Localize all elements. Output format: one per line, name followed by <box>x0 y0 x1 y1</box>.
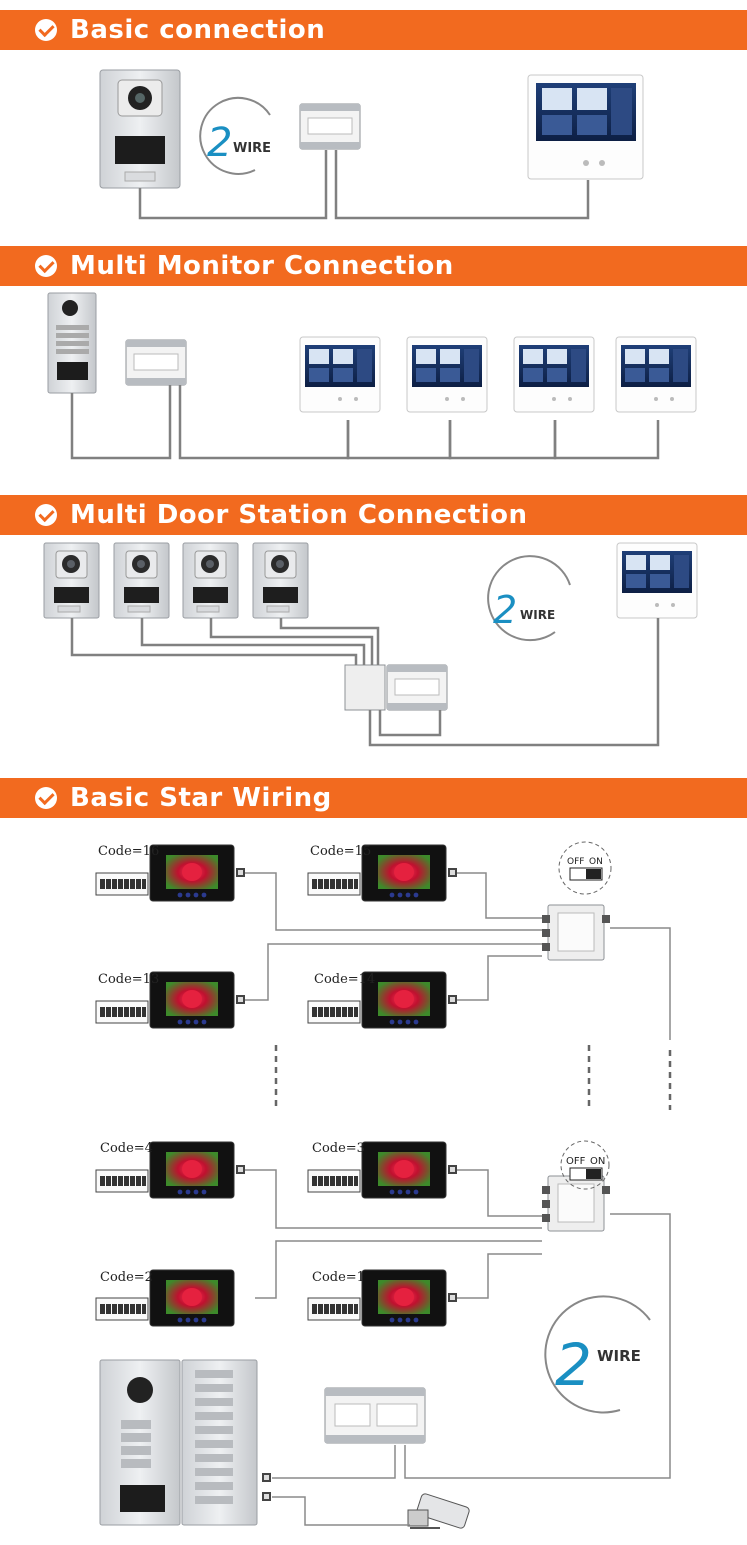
dip-switch-1 <box>307 1297 361 1321</box>
two-wire-badge: 2 WIRE <box>487 555 571 642</box>
code-label-2: Code=2 <box>100 1270 153 1285</box>
code-label-1: Code=1 <box>312 1270 365 1285</box>
badge-number: 2 <box>493 588 517 632</box>
door-station-multi-button-icon <box>47 292 97 394</box>
termination-switch-upper: OFF ON <box>558 841 612 895</box>
badge-word: WIRE <box>520 608 555 622</box>
check-icon <box>35 19 57 41</box>
star-monitor-13 <box>149 971 235 1029</box>
badge-number: 2 <box>207 120 232 166</box>
section-title: Multi Monitor Connection <box>70 251 454 281</box>
switch-off-label: OFF <box>567 857 584 867</box>
apartment-door-station-icon <box>99 1359 258 1526</box>
star-monitor-2 <box>149 1269 235 1327</box>
power-supply-icon <box>324 1387 426 1444</box>
indoor-monitor-icon <box>527 74 644 180</box>
section-banner-multi-monitor: Multi Monitor Connection <box>0 246 747 286</box>
cctv-camera-icon <box>407 1493 470 1529</box>
dip-switch-4 <box>95 1169 149 1193</box>
badge-word: WIRE <box>597 1347 641 1365</box>
monitor-icon-4 <box>615 336 697 413</box>
check-icon <box>35 255 57 277</box>
section-banner-multi-door: Multi Door Station Connection <box>0 495 747 535</box>
star-monitor-1 <box>361 1269 447 1327</box>
door-station-camera-icon <box>99 69 181 189</box>
distributor-and-psu-icon <box>344 664 448 711</box>
power-supply-icon <box>299 103 361 150</box>
monitor-icon-1 <box>299 336 381 413</box>
power-supply-icon <box>125 339 187 386</box>
multi-monitor-diagram <box>47 292 697 460</box>
section-banner-basic-connection: Basic connection <box>0 10 747 50</box>
monitor-icon-3 <box>513 336 595 413</box>
door-station-icon-4 <box>252 542 309 619</box>
dip-switch-15 <box>307 872 361 896</box>
dip-switch-13 <box>95 1000 149 1024</box>
door-station-icon-1 <box>43 542 100 619</box>
star-monitor-4 <box>149 1141 235 1199</box>
code-label-15: Code=15 <box>310 844 372 859</box>
door-station-icon-3 <box>182 542 239 619</box>
switch-on-label: ON <box>589 857 603 867</box>
code-label-16: Code=16 <box>98 844 160 859</box>
section-title: Multi Door Station Connection <box>70 500 528 530</box>
switch-on-label: ON <box>590 1156 605 1167</box>
code-label-4: Code=4 <box>100 1141 153 1156</box>
code-label-13: Code=13 <box>98 972 160 987</box>
code-label-3: Code=3 <box>312 1141 365 1156</box>
dip-switch-14 <box>307 1000 361 1024</box>
star-monitor-3 <box>361 1141 447 1199</box>
monitor-icon-2 <box>406 336 488 413</box>
switch-off-label: OFF <box>566 1156 586 1167</box>
badge-number: 2 <box>555 1331 592 1399</box>
monitor-icon <box>616 542 698 619</box>
basic-connection-diagram: 2 WIRE <box>99 69 644 220</box>
dip-switch-16 <box>95 872 149 896</box>
door-station-icon-2 <box>113 542 170 619</box>
star-monitor-16 <box>149 844 235 902</box>
dip-switch-2 <box>95 1297 149 1321</box>
check-icon <box>35 504 57 526</box>
star-wiring-diagram: OFF ON OFF ON <box>95 841 672 1529</box>
badge-word: WIRE <box>233 141 271 156</box>
multi-door-diagram: 2 WIRE <box>43 542 698 747</box>
check-icon <box>35 787 57 809</box>
star-monitor-15 <box>361 844 447 902</box>
section-title: Basic Star Wiring <box>70 783 332 813</box>
dip-switch-3 <box>307 1169 361 1193</box>
two-wire-badge: 2 WIRE <box>199 96 271 175</box>
section-banner-star-wiring: Basic Star Wiring <box>0 778 747 818</box>
distributor-icon-upper <box>541 904 611 961</box>
code-label-14: Code=14 <box>314 972 376 987</box>
section-title: Basic connection <box>70 15 326 45</box>
termination-switch-lower: OFF ON <box>560 1140 610 1190</box>
two-wire-badge-large: 2 WIRE <box>544 1295 651 1414</box>
